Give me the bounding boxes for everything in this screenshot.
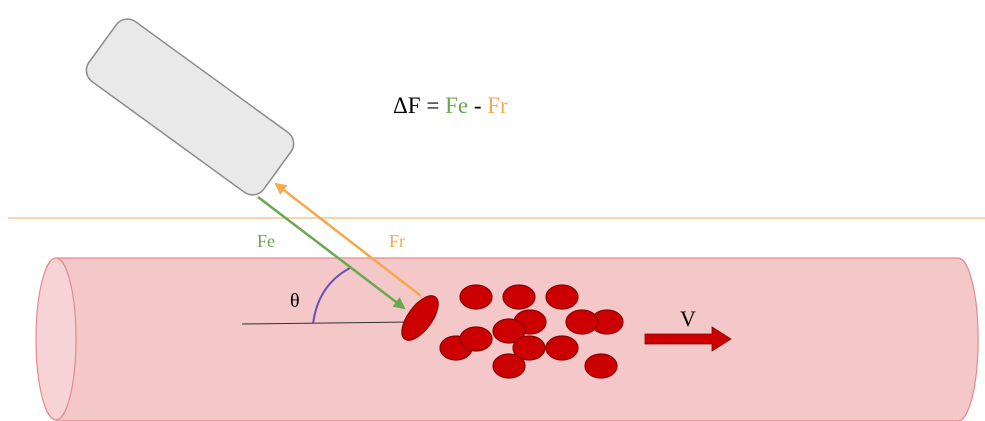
red-blood-cell (502, 284, 536, 310)
red-blood-cell (512, 335, 546, 361)
red-blood-cell (545, 335, 579, 361)
red-blood-cell (492, 353, 526, 379)
velocity-label: V (680, 306, 696, 331)
red-blood-cell (459, 284, 493, 310)
emitted-frequency-label: Fe (257, 231, 275, 251)
received-beam-arrow (274, 182, 422, 297)
red-blood-cell (565, 309, 599, 335)
equation-separator: - (468, 93, 487, 118)
red-blood-cell (492, 318, 526, 344)
equation: ΔF = Fe - Fr (393, 93, 508, 118)
vessel-end-cap (35, 257, 77, 421)
red-blood-cell (584, 353, 618, 379)
red-blood-cell (459, 326, 493, 352)
angle-arc (312, 267, 351, 325)
equation-fe: Fe (445, 93, 468, 118)
emitted-beam-arrow (257, 196, 406, 310)
equation-fr: Fr (487, 93, 508, 118)
equation-lhs: ΔF = (393, 93, 445, 118)
ultrasound-probe (85, 18, 295, 196)
red-blood-cell (545, 284, 579, 310)
angle-reference-line (241, 321, 409, 325)
red-blood-cells (401, 284, 624, 379)
received-frequency-label: Fr (389, 231, 405, 251)
angle-label: θ (290, 290, 300, 312)
velocity-arrow (644, 326, 732, 352)
red-blood-cell-tilted (401, 295, 439, 341)
